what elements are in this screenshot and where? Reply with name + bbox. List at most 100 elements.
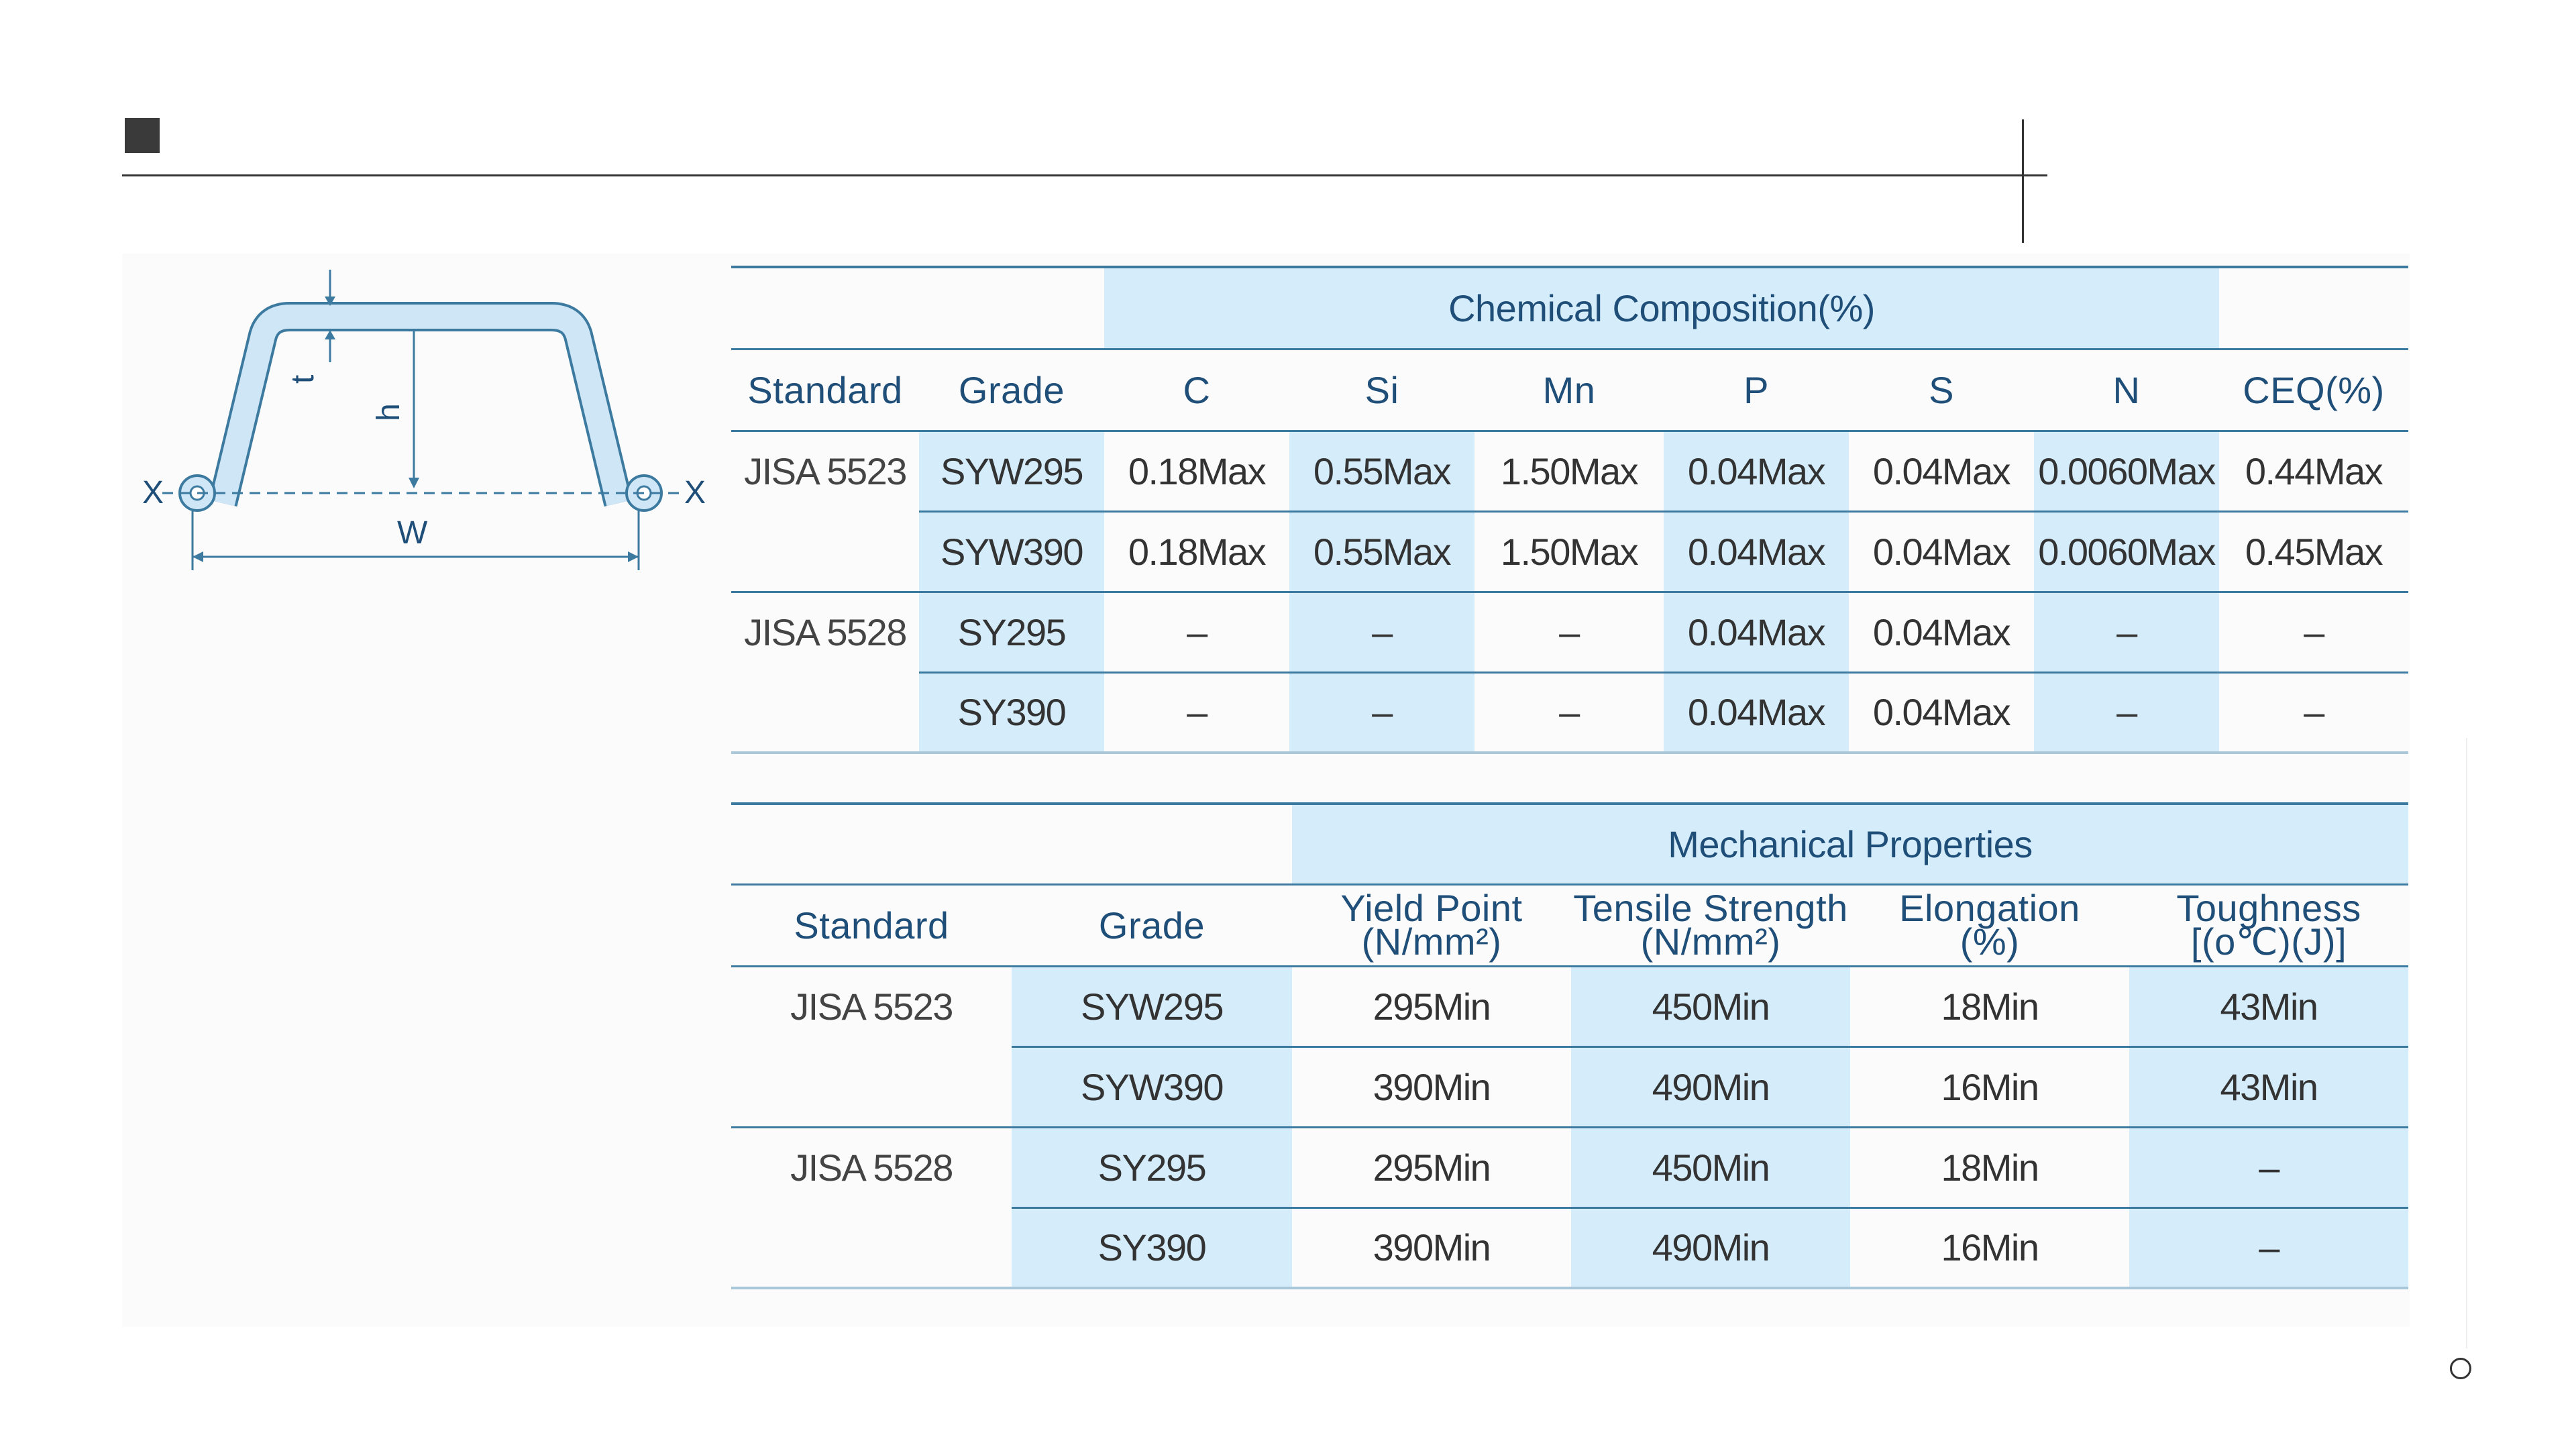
cell-mn: 1.50Max (1474, 511, 1664, 593)
cell-ceq: 0.44Max (2219, 431, 2408, 513)
mech-group-header: Mechanical Properties (1292, 802, 2409, 884)
cell-mn: 1.50Max (1474, 431, 1664, 513)
w-label: W (397, 515, 428, 551)
cell-ceq: – (2219, 672, 2408, 754)
col-ceq: CEQ(%) (2219, 347, 2408, 432)
title-marker-square (125, 118, 160, 153)
slide-indicator-circle[interactable] (2450, 1358, 2471, 1379)
cell-s: 0.04Max (1849, 592, 2034, 674)
cell-n: 0.0060Max (2034, 431, 2219, 513)
cell-mn: – (1474, 672, 1664, 754)
cell-toughness: 43Min (2129, 1046, 2409, 1128)
cell-tensile: 490Min (1571, 1208, 1850, 1289)
cell-standard (731, 1208, 1012, 1289)
col-grade: Grade (919, 347, 1104, 432)
cell-standard: JISA 5528 (744, 611, 907, 654)
cell-yield: 390Min (1292, 1046, 1571, 1128)
col-p: P (1664, 347, 1849, 432)
cell-yield: 390Min (1292, 1208, 1571, 1289)
cell-si: – (1289, 672, 1474, 754)
col-toughness: Toughness[(o℃)(J)] (2129, 883, 2409, 967)
chem-header-spacer-right (2219, 266, 2408, 349)
cell-c: 0.18Max (1104, 431, 1289, 513)
chemical-composition-table: Chemical Composition(%) Standard Grade C… (731, 266, 2408, 754)
cell-c: – (1104, 672, 1289, 754)
table-row: JISA 5523 SYW295 295Min 450Min 18Min 43M… (731, 966, 2409, 1048)
cell-c: 0.18Max (1104, 511, 1289, 593)
cell-tensile: 490Min (1571, 1046, 1850, 1128)
cell-ceq: 0.45Max (2219, 511, 2408, 593)
cell-grade: SYW390 (1012, 1046, 1292, 1128)
cell-s: 0.04Max (1849, 431, 2034, 513)
cell-toughness: – (2129, 1127, 2409, 1209)
cell-mn: – (1474, 592, 1664, 674)
cell-elongation: 16Min (1850, 1046, 2129, 1128)
cell-si: 0.55Max (1289, 431, 1474, 513)
cell-grade: SY295 (1012, 1127, 1292, 1209)
cell-yield: 295Min (1292, 1127, 1571, 1209)
header-rule (122, 174, 2047, 176)
x-right-label: X (684, 475, 706, 511)
cell-standard: JISA 5523 (790, 985, 953, 1028)
cell-grade: SY295 (919, 592, 1104, 674)
cell-standard (731, 511, 919, 593)
cell-standard (731, 672, 919, 754)
cell-standard: JISA 5523 (744, 450, 907, 493)
cell-toughness: 43Min (2129, 966, 2409, 1048)
cell-p: 0.04Max (1664, 511, 1849, 593)
table-row: SY390 – – – 0.04Max 0.04Max – – (731, 672, 2408, 754)
cell-c: – (1104, 592, 1289, 674)
cell-grade: SYW390 (919, 511, 1104, 593)
table-row: SY390 390Min 490Min 16Min – (731, 1208, 2409, 1289)
cell-tensile: 450Min (1571, 1127, 1850, 1209)
cell-p: 0.04Max (1664, 672, 1849, 754)
col-yield-point: Yield Point(N/mm²) (1292, 883, 1571, 967)
sheet-pile-section-diagram: X X t h W (142, 270, 706, 570)
right-divider (2466, 738, 2467, 1348)
cell-elongation: 18Min (1850, 966, 2129, 1048)
cell-s: 0.04Max (1849, 672, 2034, 754)
cell-n: 0.0060Max (2034, 511, 2219, 593)
cell-s: 0.04Max (1849, 511, 2034, 593)
cell-si: – (1289, 592, 1474, 674)
mech-column-headers: Standard Grade Yield Point(N/mm²) Tensil… (731, 883, 2409, 967)
chem-header-spacer (731, 266, 1104, 349)
cell-grade: SYW295 (1012, 966, 1292, 1048)
header-vertical-tick (2022, 119, 2024, 243)
cell-n: – (2034, 592, 2219, 674)
h-label: h (371, 403, 407, 421)
table-row: JISA 5523 SYW295 0.18Max 0.55Max 1.50Max… (731, 431, 2408, 513)
cell-grade: SYW295 (919, 431, 1104, 513)
cell-elongation: 18Min (1850, 1127, 2129, 1209)
cell-ceq: – (2219, 592, 2408, 674)
t-label: t (285, 375, 321, 384)
cell-grade: SY390 (1012, 1208, 1292, 1289)
col-s: S (1849, 347, 2034, 432)
pile-profile (208, 302, 633, 507)
col-c: C (1104, 347, 1289, 432)
table-row: JISA 5528 SY295 – – – 0.04Max 0.04Max – … (731, 592, 2408, 674)
table-row: JISA 5528 SY295 295Min 450Min 18Min – (731, 1127, 2409, 1209)
col-n: N (2034, 347, 2219, 432)
cell-si: 0.55Max (1289, 511, 1474, 593)
col-standard: Standard (731, 347, 919, 432)
cell-tensile: 450Min (1571, 966, 1850, 1048)
col-standard: Standard (731, 883, 1012, 967)
col-elongation: Elongation(%) (1850, 883, 2129, 967)
mechanical-properties-table: Mechanical Properties Standard Grade Yie… (731, 802, 2409, 1289)
cell-standard: JISA 5528 (790, 1146, 953, 1189)
cell-p: 0.04Max (1664, 431, 1849, 513)
cell-toughness: – (2129, 1208, 2409, 1289)
col-grade: Grade (1012, 883, 1292, 967)
col-tensile-strength: Tensile Strength(N/mm²) (1571, 883, 1850, 967)
table-row: SYW390 0.18Max 0.55Max 1.50Max 0.04Max 0… (731, 511, 2408, 593)
cell-elongation: 16Min (1850, 1208, 2129, 1289)
cell-yield: 295Min (1292, 966, 1571, 1048)
cell-grade: SY390 (919, 672, 1104, 754)
cell-n: – (2034, 672, 2219, 754)
col-mn: Mn (1474, 347, 1664, 432)
cell-standard (731, 1046, 1012, 1128)
cell-p: 0.04Max (1664, 592, 1849, 674)
table-row: SYW390 390Min 490Min 16Min 43Min (731, 1046, 2409, 1128)
chem-column-headers: Standard Grade C Si Mn P S N CEQ(%) (731, 347, 2408, 432)
